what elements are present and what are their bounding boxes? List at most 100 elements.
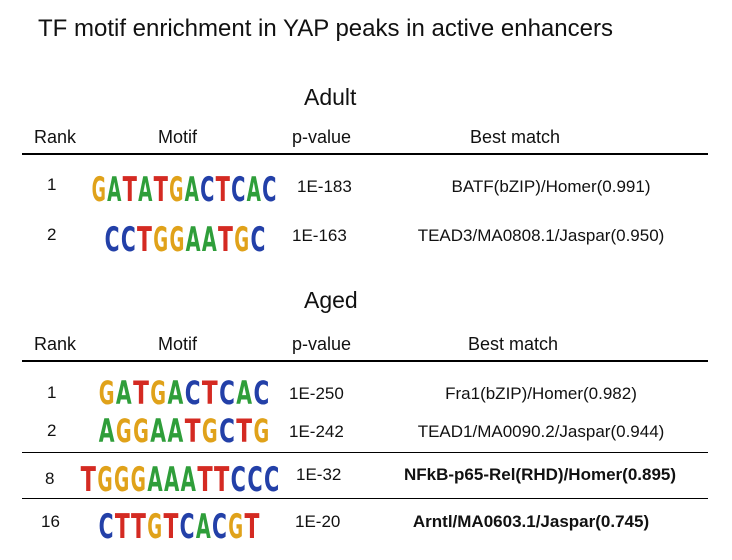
motif-letter: G (169, 170, 183, 204)
section-label-adult: Adult (304, 84, 357, 110)
motif-letter: G (116, 412, 132, 445)
rank-cell: 2 (47, 225, 57, 244)
motif-letter: A (185, 170, 200, 204)
row-rule (22, 452, 708, 453)
section-label-aged: Aged (304, 287, 358, 313)
best-match-cell: NFkB-p65-Rel(RHD)/Homer(0.895) (403, 465, 677, 484)
motif-letter: T (163, 507, 178, 541)
motif-letter: G (254, 412, 270, 445)
best-match-cell: BATF(bZIP)/Homer(0.991) (451, 177, 651, 196)
motif-letter: A (168, 374, 184, 407)
motif-letter: G (228, 507, 243, 541)
header-rule-adult (22, 153, 708, 155)
figure-title: TF motif enrichment in YAP peaks in acti… (38, 15, 613, 42)
rank-cell: 1 (47, 175, 57, 194)
motif-letter: A (168, 412, 184, 445)
motif-letter: A (99, 412, 115, 445)
motif-letter: T (214, 460, 230, 494)
motif-letter: T (131, 507, 146, 541)
pvalue-cell: 1E-32 (296, 465, 342, 484)
motif-letter: G (234, 220, 249, 254)
motif-letter: A (247, 170, 262, 204)
motif-letter: A (181, 460, 197, 494)
row-rule (22, 498, 708, 499)
motif-letter: C (231, 170, 245, 204)
col-header-motif: Motif (158, 334, 198, 354)
header-rule-aged (22, 360, 708, 362)
motif-letter: A (150, 412, 166, 445)
motif-letter: C (231, 460, 246, 494)
col-header-best-match: Best match (468, 334, 559, 354)
col-header-pvalue: p-value (292, 127, 352, 147)
motif-letter: C (254, 374, 270, 407)
motif-letter: C (99, 507, 114, 541)
best-match-cell: TEAD1/MA0090.2/Jaspar(0.944) (417, 422, 665, 441)
motif-letter: T (197, 460, 213, 494)
motif-letter: T (216, 170, 231, 204)
motif-letter: T (123, 170, 138, 204)
rank-cell: 2 (47, 421, 57, 440)
motif-letter: C (250, 220, 265, 254)
motif-letter: C (264, 460, 279, 494)
motif-letter: C (180, 507, 195, 541)
pvalue-cell: 1E-20 (295, 512, 341, 531)
motif-letter: C (185, 374, 201, 407)
motif-letter: A (107, 170, 122, 204)
motif-letter: C (105, 220, 120, 254)
pvalue-cell: 1E-163 (292, 226, 347, 245)
pvalue-cell: 1E-183 (297, 177, 352, 196)
motif-letter: G (169, 220, 184, 254)
motif-letter: A (186, 220, 201, 254)
pvalue-cell: 1E-250 (289, 384, 344, 403)
motif-letter: G (97, 460, 112, 494)
motif-letter: A (138, 170, 153, 204)
rank-cell: 1 (47, 383, 57, 402)
motif-letter: T (133, 374, 149, 407)
motif-letter: C (247, 460, 262, 494)
col-header-motif: Motif (158, 127, 198, 147)
motif-letter: G (150, 374, 166, 407)
best-match-cell: TEAD3/MA0808.1/Jaspar(0.950) (417, 226, 665, 245)
motif-letter: A (196, 507, 211, 541)
motif-letter: C (200, 170, 214, 204)
motif-letter: C (262, 170, 276, 204)
motif-letter: A (116, 374, 132, 407)
rank-cell: 8 (45, 469, 55, 488)
motif-letter: C (212, 507, 227, 541)
best-match-cell: Fra1(bZIP)/Homer(0.982) (445, 384, 637, 403)
motif-letter: T (218, 220, 233, 254)
motif-letter: G (153, 220, 168, 254)
motif-letter: T (154, 170, 169, 204)
motif-letter: T (137, 220, 152, 254)
pvalue-cell: 1E-242 (289, 422, 344, 441)
motif-letter: A (164, 460, 180, 494)
motif-letter: T (202, 374, 218, 407)
motif-letter: G (99, 374, 115, 407)
rank-cell: 16 (41, 512, 60, 531)
motif-letter: T (236, 412, 252, 445)
motif-letter: G (92, 170, 106, 204)
motif-letter: A (147, 460, 163, 494)
col-header-best-match: Best match (470, 127, 561, 147)
col-header-rank: Rank (34, 127, 77, 147)
col-header-rank: Rank (34, 334, 77, 354)
motif-letter: T (244, 507, 259, 541)
motif-letter: G (202, 412, 218, 445)
motif-letter: G (131, 460, 146, 494)
motif-letter: T (185, 412, 201, 445)
motif-letter: A (236, 374, 252, 407)
motif-letter: T (115, 507, 130, 541)
motif-letter: A (202, 220, 217, 254)
motif-letter: C (219, 412, 235, 445)
